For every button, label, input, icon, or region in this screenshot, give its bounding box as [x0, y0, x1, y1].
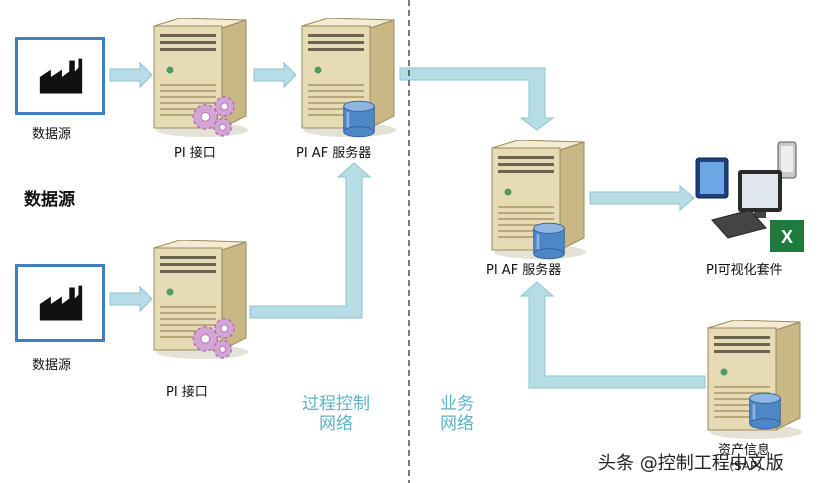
- pi-af-server-label-business: PI AF 服务器: [486, 263, 562, 278]
- pi-interface-label-bottom: PI 接口: [166, 385, 208, 400]
- pi-interface-server-bottom: [153, 240, 249, 360]
- asset-info-sub-label: （SAP）: [722, 459, 770, 473]
- visualization-suite-icon: X: [695, 141, 804, 252]
- data-source-label-top: 数据源: [32, 127, 72, 142]
- business-network-line1: 业务: [440, 394, 474, 414]
- business-network-line2: 网络: [440, 414, 474, 434]
- factory-icon: [39, 58, 83, 94]
- asset-info-label: 资产信息: [718, 443, 771, 458]
- process-network-line1: 过程控制: [302, 394, 370, 414]
- process-control-network-label: 过程控制 网络: [302, 394, 370, 434]
- factory-icon: [39, 285, 83, 321]
- pi-interface-label-top: PI 接口: [174, 146, 216, 161]
- pi-af-server-business: [491, 140, 587, 260]
- watermark: 头条 @控制工程中文版: [598, 453, 784, 474]
- pi-af-server-label-top: PI AF 服务器: [296, 146, 372, 161]
- data-source-box-bottom: [15, 264, 105, 342]
- pi-interface-server-top: [153, 18, 249, 138]
- pi-af-server-top: [301, 18, 397, 138]
- asset-info-server: [707, 320, 803, 440]
- process-network-line2: 网络: [319, 414, 353, 434]
- database-icon: [342, 100, 376, 138]
- svg-text:X: X: [781, 227, 793, 247]
- database-icon: [748, 392, 782, 430]
- business-network-label: 业务 网络: [440, 394, 474, 434]
- database-icon: [532, 222, 566, 260]
- data-source-box-top: [15, 37, 105, 115]
- data-source-label-bottom: 数据源: [32, 358, 72, 373]
- visualization-suite-label: PI可视化套件: [706, 263, 783, 278]
- data-source-section-label: 数据源: [24, 190, 75, 210]
